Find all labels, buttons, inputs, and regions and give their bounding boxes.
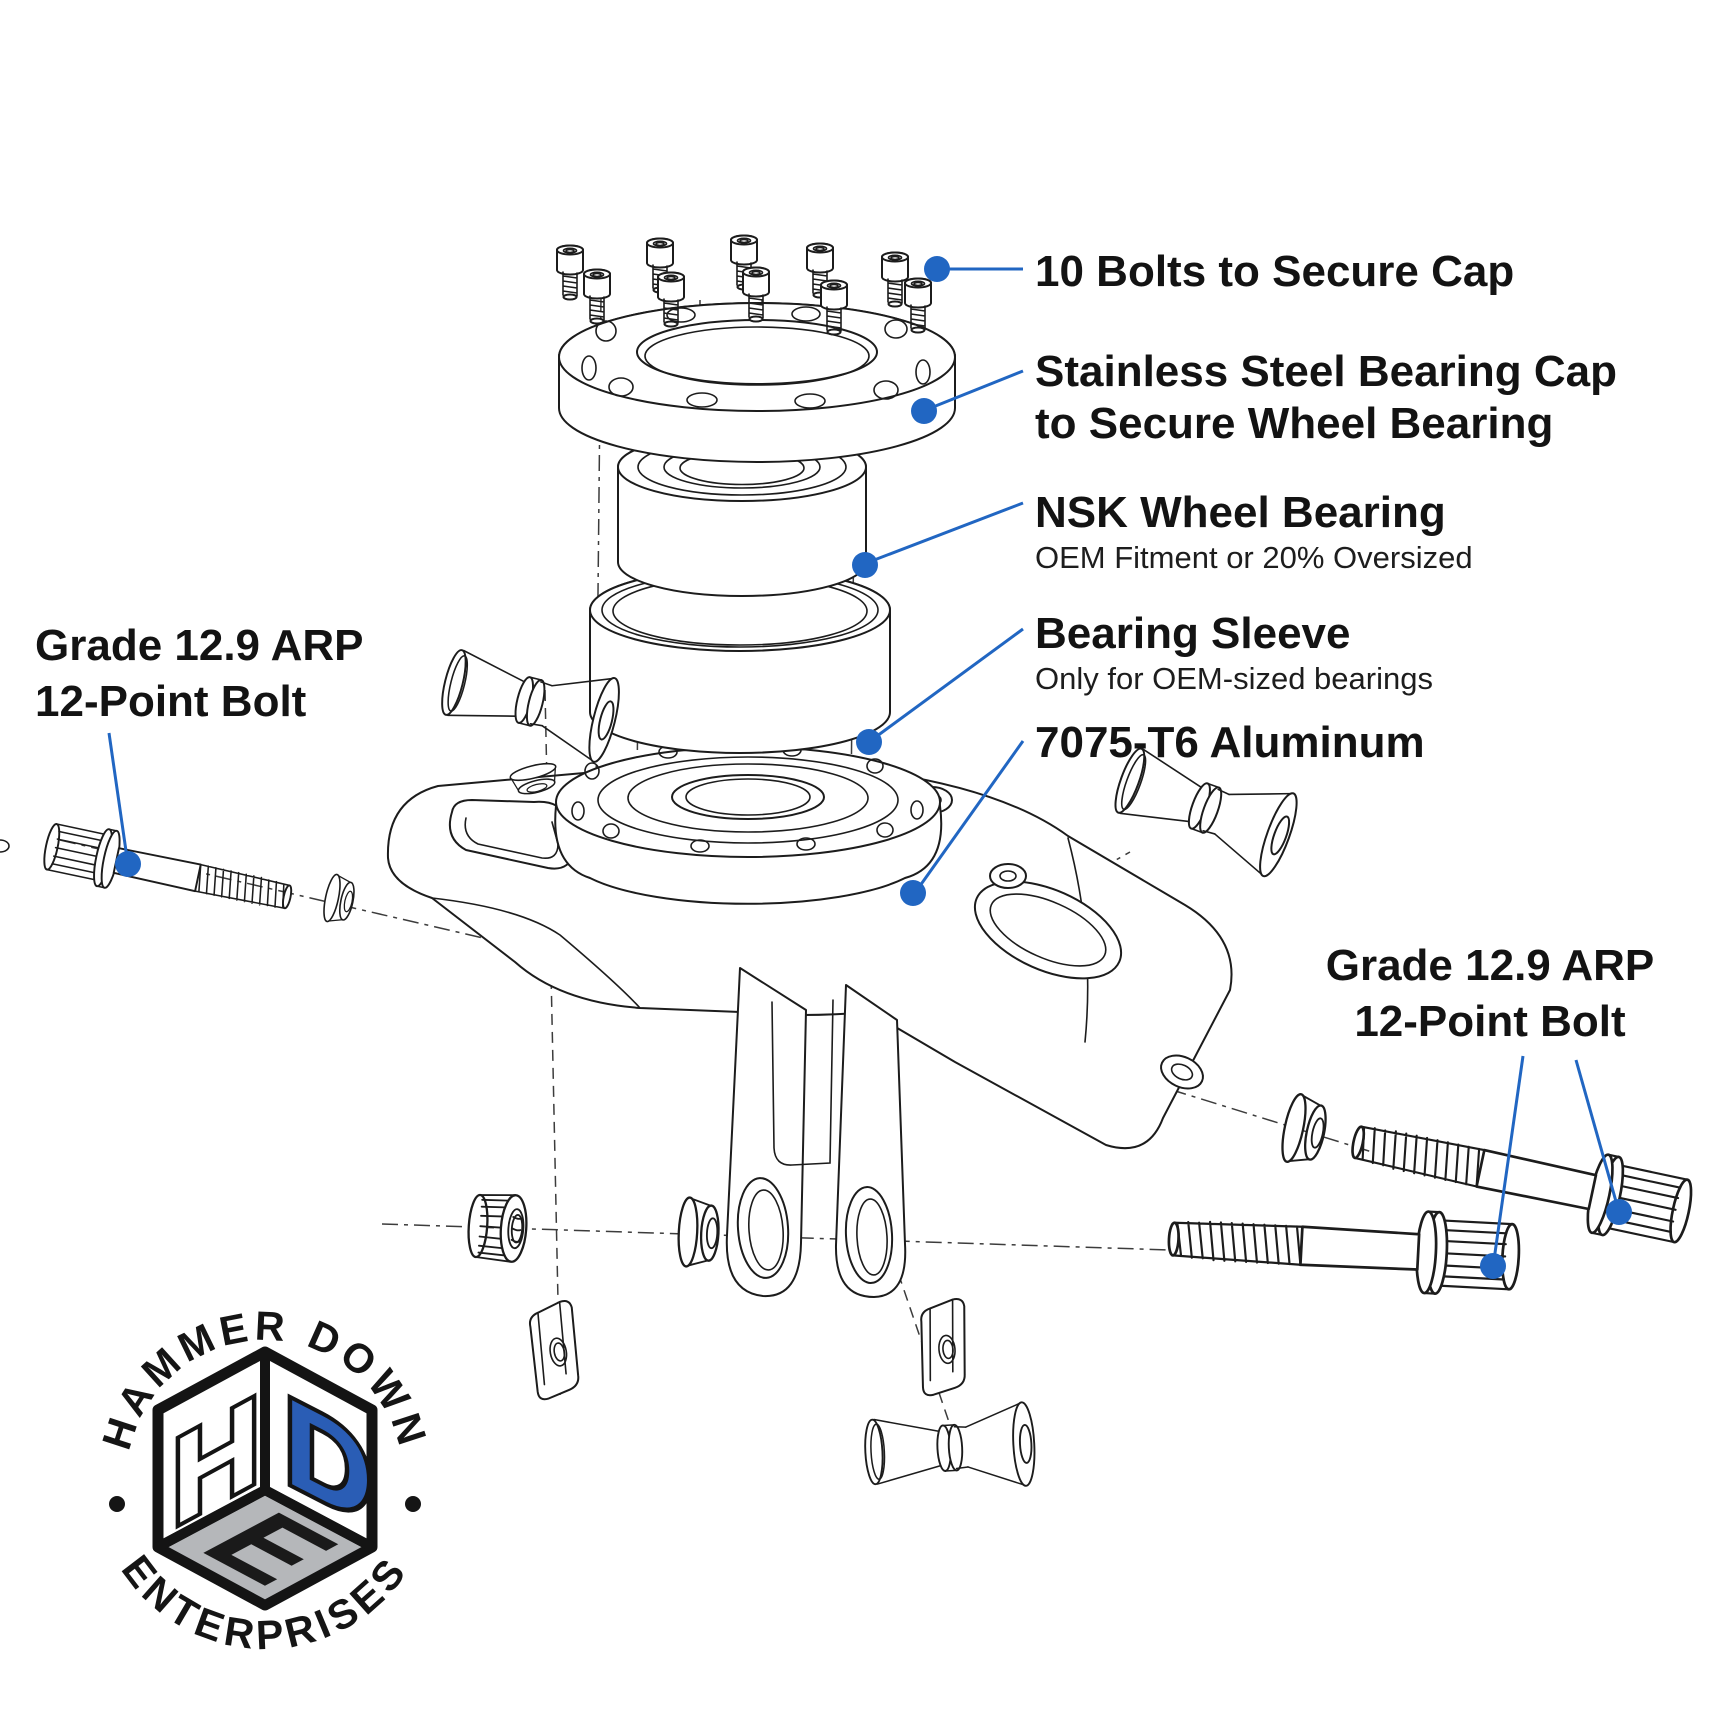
label-right-bolt-line2: 12-Point Bolt [1354,997,1626,1046]
label-left-bolt-line2: 12-Point Bolt [35,677,307,726]
label-ten-bolts: 10 Bolts to Secure Cap [1035,247,1514,296]
label-wheel-bearing-subtitle: OEM Fitment or 20% Oversized [1035,540,1473,575]
logo-cube: H D E [152,1346,378,1611]
label-bearing-sleeve-subtitle: Only for OEM-sized bearings [1035,661,1433,696]
label-bearing-cap-line1: Stainless Steel Bearing Cap [1035,347,1617,396]
leader-lines [107,256,1632,1279]
logo-left-dot [109,1496,125,1512]
label-aluminum: 7075-T6 Aluminum [1035,718,1425,767]
left-arp-bolt-drawing [39,816,359,927]
label-wheel-bearing-title: NSK Wheel Bearing [1035,488,1446,537]
label-bearing-sleeve-title: Bearing Sleeve [1035,609,1351,658]
label-bearing-cap-line2: to Secure Wheel Bearing [1035,399,1553,448]
logo-right-dot [405,1496,421,1512]
callout-labels: 10 Bolts to Secure Cap Stainless Steel B… [35,247,1654,1046]
bearing-cap-drawing [558,302,956,463]
label-left-bolt-line1: Grade 12.9 ARP [35,621,364,670]
right-arp-bolts-drawing [1165,1091,1699,1300]
hammer-down-logo: HAMMER DOWN ENTERPRISES H D E [93,1303,432,1659]
label-right-bolt-line1: Grade 12.9 ARP [1326,941,1655,990]
knuckle-body-drawing [0,743,1233,1298]
